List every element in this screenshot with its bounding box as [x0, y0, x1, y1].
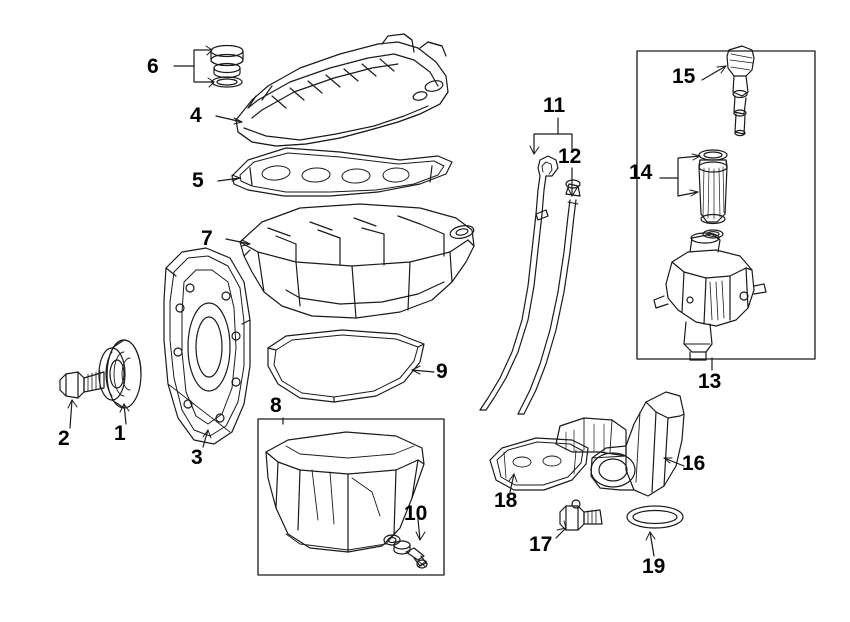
part-valve-cover	[235, 33, 449, 147]
part-upper-oil-pan	[239, 203, 475, 319]
part-oil-filter-housing	[653, 232, 767, 361]
part-o-ring	[626, 505, 684, 529]
part-oil-filter-cap	[726, 45, 755, 137]
part-lower-oil-pan	[265, 431, 425, 553]
part-dipstick	[517, 179, 581, 415]
callout-11[interactable]: 11	[543, 94, 566, 117]
callout-8[interactable]: 8	[270, 394, 282, 417]
callout-19[interactable]: 19	[642, 555, 666, 578]
part-drain-plug	[393, 540, 428, 569]
callout-17[interactable]: 17	[529, 533, 553, 556]
part-oil-filler-cap	[210, 44, 244, 88]
callout-13[interactable]: 13	[698, 370, 722, 393]
leader-lines	[67, 45, 727, 557]
part-oil-pump-gasket	[489, 437, 589, 491]
part-oil-pump	[555, 391, 685, 509]
callout-10[interactable]: 10	[404, 502, 428, 525]
callout-6[interactable]: 6	[147, 55, 159, 78]
part-valve-cover-gasket	[231, 147, 453, 197]
callout-4[interactable]: 4	[190, 104, 202, 127]
part-crankshaft-pulley	[98, 339, 142, 409]
callout-5[interactable]: 5	[192, 169, 204, 192]
callout-16[interactable]: 16	[682, 452, 706, 475]
box-oil-filter-assembly	[636, 50, 816, 360]
callout-18[interactable]: 18	[494, 489, 518, 512]
callout-15[interactable]: 15	[672, 65, 696, 88]
callout-7[interactable]: 7	[201, 227, 213, 250]
callout-12[interactable]: 12	[558, 145, 582, 168]
box-lower-oil-pan	[257, 418, 445, 576]
callout-14[interactable]: 14	[629, 161, 653, 184]
part-oil-pan-gasket	[267, 329, 425, 403]
part-oil-filter-element	[698, 149, 728, 239]
callout-2[interactable]: 2	[58, 427, 70, 450]
callout-1[interactable]: 1	[114, 422, 126, 445]
part-timing-cover	[163, 247, 251, 445]
callout-3[interactable]: 3	[191, 446, 203, 469]
part-dipstick-tube	[479, 155, 559, 411]
part-oil-pump-bolt	[559, 505, 603, 531]
callout-9[interactable]: 9	[436, 360, 448, 383]
part-pulley-bolt	[59, 370, 105, 399]
